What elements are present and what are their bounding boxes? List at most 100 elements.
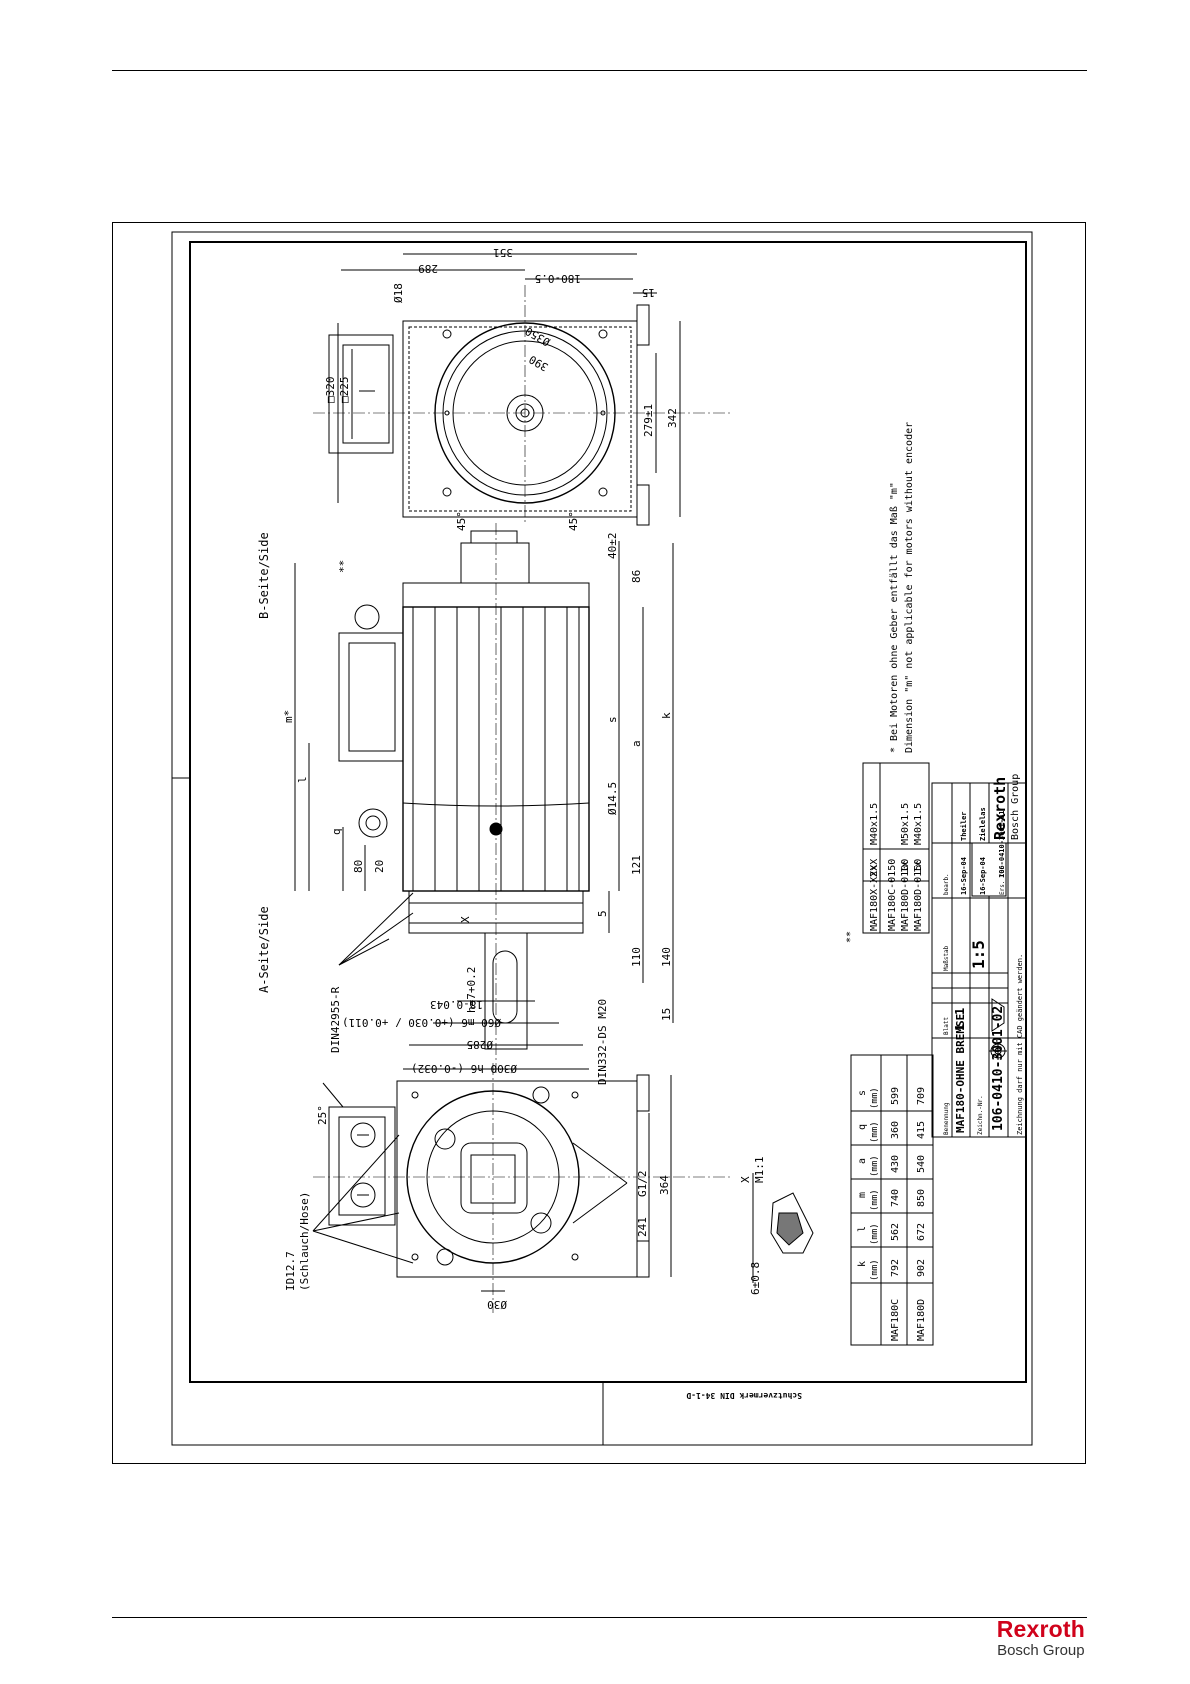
dim-table-head-l: l	[857, 1226, 868, 1232]
dim-table-r2-s: 709	[916, 1087, 927, 1105]
dim-table-unit-l: (mm)	[870, 1223, 880, 1245]
title-block-drawing-number: 106-0410-3001-02	[991, 1006, 1006, 1131]
label-din332: DIN332-DS M20	[596, 999, 609, 1085]
dim-table-r2-m: 850	[916, 1189, 927, 1207]
protection-note: Schutzvermerk DIN 34-1-D	[686, 1391, 802, 1400]
dim-364: 364	[658, 1175, 671, 1195]
dim-d300: Ø300 h6 (-0.032)	[411, 1062, 517, 1075]
technical-drawing-frame: Rexroth Bosch Group bearb. 16-Sep-04 16-…	[112, 222, 1086, 1464]
title-block-cad-note: Zeichnung darf nur mit CAD geändert werd…	[1016, 954, 1024, 1135]
label-id12-7: ID12.7	[284, 1251, 297, 1291]
view-b-side: B-Seite/Side	[257, 532, 271, 619]
dim-table-r1-q: 360	[890, 1121, 901, 1139]
title-block-bearb: bearb.	[943, 873, 950, 895]
dim-table-unit-q: (mm)	[870, 1121, 880, 1143]
dim-table-head-q: q	[857, 1124, 868, 1130]
thread-table-row-2-count: 1x	[900, 861, 911, 873]
side-view-dims: 40±2 86 s a k Ø14.5 121 5 110 140 15 m* …	[257, 532, 673, 1021]
dim-20: 20	[373, 860, 386, 873]
dim-45-left: 45°	[455, 511, 468, 531]
dim-table-head-a: a	[857, 1158, 868, 1164]
bottom-rule	[112, 1617, 1087, 1618]
thread-table-row-3-model: MAF180D-0150	[913, 859, 924, 931]
front-view-dims: 25° ID12.7 (Schlauch/Hose) G1/2 241 364 …	[284, 1105, 762, 1311]
title-block-name-2: Zielelas	[979, 807, 987, 841]
dim-table-unit-a: (mm)	[870, 1155, 880, 1177]
dim-5: 5	[596, 910, 609, 917]
dim-table-r1-m: 740	[890, 1189, 901, 1207]
dim-40: 40±2	[606, 533, 619, 560]
title-block-benennung: Benennung	[943, 1102, 950, 1135]
dim-d60: Ø60 m6 (+0.030 / +0.011)	[342, 1016, 501, 1029]
thread-table-header-count: 2x	[869, 865, 880, 877]
title-block-brand-sub: Bosch Group	[1010, 774, 1021, 840]
dim-d30: Ø30	[487, 1298, 507, 1311]
dim-140: 140	[660, 947, 673, 967]
dim-180: 180-0.5	[535, 272, 581, 285]
dim-table-r1-s: 599	[890, 1087, 901, 1105]
title-block-massstab-label: Maßstab	[943, 945, 950, 971]
dim-sq320: □320	[324, 377, 337, 404]
title-block-scale: 1:5	[969, 940, 988, 969]
dim-241: 241	[636, 1217, 649, 1237]
dim-d285: Ø285	[467, 1038, 494, 1051]
rexroth-logo: Rexroth Bosch Group	[997, 1618, 1085, 1659]
sheet-outer-border	[171, 231, 1033, 1446]
dim-table-r1-a: 430	[890, 1155, 901, 1173]
dim-342: 342	[666, 408, 679, 428]
dim-table-r2-l: 672	[916, 1223, 927, 1241]
dim-table-r1-k: 792	[890, 1259, 901, 1277]
dim-15: 15	[642, 286, 655, 299]
dim-sq225: □225	[338, 377, 351, 404]
dim-15-shaft: 15	[660, 1008, 673, 1021]
flange-dims	[403, 1000, 589, 1070]
title-block-date-2: 16-Sep-04	[979, 857, 987, 895]
front-view-a-side	[312, 1063, 733, 1313]
title-block-ers-fur: 106-0410-3001-01	[998, 811, 1006, 878]
detail-x-scale: M1:1	[753, 1157, 766, 1184]
star-note-en: Dimension "m" not applicable for motors …	[904, 422, 915, 753]
title-block-name-1: Theiler	[960, 811, 968, 841]
label-schlauch-hose: (Schlauch/Hose)	[298, 1192, 311, 1291]
dim-table-r2-k: 902	[916, 1259, 927, 1277]
dim-45-right: 45°	[567, 511, 580, 531]
label-din42955: DIN42955-R	[329, 986, 342, 1053]
dim-279: 279±1	[642, 404, 655, 437]
label-g1-2: G1/2	[636, 1171, 649, 1198]
dim-table-head-s: s	[857, 1090, 868, 1096]
title-block: Rexroth Bosch Group bearb. 16-Sep-04 16-…	[931, 774, 1027, 1138]
thread-table-row-3-thread: M40x1.5	[913, 803, 924, 845]
end-view-b-side	[313, 253, 733, 526]
thread-table: MAF180X-XXXX 2x M40x1.5 MAF180C-0150 MAF…	[862, 762, 930, 934]
thread-table-row-1-model: MAF180C-0150	[887, 859, 898, 931]
dim-121: 121	[630, 855, 643, 875]
thread-table-row-2-model: MAF180D-0100	[900, 859, 911, 931]
title-block-sheet: 1	[953, 1024, 967, 1031]
dim-80: 80	[352, 860, 365, 873]
dim-table-unit-s: (mm)	[870, 1087, 880, 1109]
side-view	[294, 523, 674, 1073]
dim-86: 86	[630, 570, 643, 583]
star-note-de: * Bei Motoren ohne Geber entfällt das Ma…	[889, 482, 900, 753]
dim-18-key: 18-0.043	[430, 998, 483, 1011]
dim-table-head-k: k	[857, 1261, 868, 1267]
dim-q: q	[330, 828, 343, 835]
dim-d350: Ø350	[523, 324, 552, 349]
dim-6-0-8: 6±0.8	[749, 1262, 762, 1295]
thread-table-header-model: MAF180X-XXXX	[869, 859, 880, 931]
thread-table-marker: **	[845, 931, 856, 943]
flange-dim-labels: 18-0.043 Ø60 m6 (+0.030 / +0.011) Ø285 Ø…	[329, 986, 609, 1085]
projection-symbol	[989, 998, 1007, 1060]
detail-x-label: X	[739, 1176, 752, 1183]
title-block-brand: Rexroth	[991, 777, 1009, 840]
title-block-of-sheets: 1	[953, 1008, 967, 1015]
dimension-table: k (mm) l (mm) m (mm) a (mm) q (mm) s (mm…	[850, 1054, 934, 1346]
dim-d18: Ø18	[392, 283, 405, 303]
dim-351: 351	[493, 246, 513, 259]
dim-x-marker: X	[459, 916, 472, 923]
title-block-zeichn-label: Zeichn.-Nr.	[977, 1095, 984, 1135]
dim-289: 289	[418, 262, 438, 275]
end-view-dims: 351 289 180-0.5 15 Ø18 □320 □225 Ø350 39…	[324, 246, 679, 531]
title-block-blatt-label: Blatt	[943, 1017, 950, 1035]
top-rule	[112, 70, 1087, 71]
